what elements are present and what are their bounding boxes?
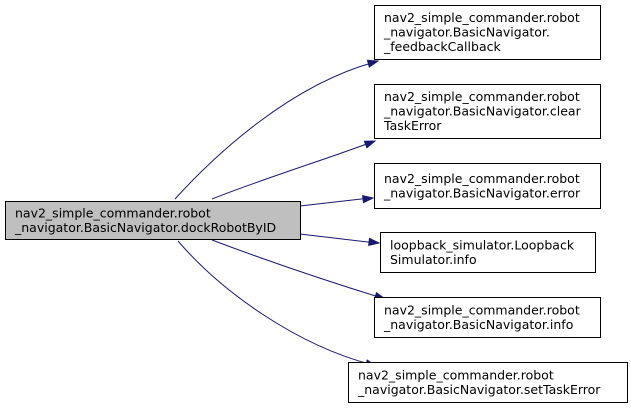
node-label-line: nav2_simple_commander.robot xyxy=(15,205,211,220)
node-label-line: nav2_simple_commander.robot xyxy=(384,89,580,104)
arrowhead xyxy=(368,237,381,246)
node-label-line: loopback_simulator.Loopback xyxy=(390,237,575,252)
node-clearTaskError[interactable]: nav2_simple_commander.robot_navigator.Ba… xyxy=(374,84,601,139)
node-label-line: _navigator.BasicNavigator.clear xyxy=(383,104,582,119)
node-label-line: Simulator.info xyxy=(390,252,477,267)
edge-src-t1 xyxy=(211,140,377,200)
node-setTaskError[interactable]: nav2_simple_commander.robot_navigator.Ba… xyxy=(348,362,628,403)
edge-src-t3 xyxy=(299,233,381,246)
node-box xyxy=(374,84,601,139)
arrowhead xyxy=(366,59,380,68)
node-label-line: nav2_simple_commander.robot xyxy=(358,367,554,382)
node-label-line: _navigator.BasicNavigator.setTaskError xyxy=(357,382,601,397)
node-label-line: nav2_simple_commander.robot xyxy=(384,171,580,186)
edge-src-t4 xyxy=(211,239,387,300)
node-dockRobotByID[interactable]: nav2_simple_commander.robot_navigator.Ba… xyxy=(5,201,301,240)
node-box xyxy=(374,297,601,338)
node-box xyxy=(380,232,596,273)
node-label-line: _navigator.BasicNavigator.error xyxy=(383,185,581,200)
arrowhead xyxy=(363,140,377,149)
node-error[interactable]: nav2_simple_commander.robot_navigator.Ba… xyxy=(374,163,601,209)
node-label-line: nav2_simple_commander.robot xyxy=(384,302,580,317)
node-loopback-info[interactable]: loopback_simulator.LoopbackSimulator.inf… xyxy=(380,232,596,273)
arrowhead xyxy=(362,195,375,204)
node-label-line: nav2_simple_commander.robot xyxy=(384,10,580,25)
node-label-line: TaskError xyxy=(383,118,442,133)
edge-src-t0 xyxy=(174,59,380,200)
node-box xyxy=(348,362,628,403)
node-info[interactable]: nav2_simple_commander.robot_navigator.Ba… xyxy=(374,297,601,338)
node-box xyxy=(374,163,601,209)
node-box xyxy=(374,5,601,60)
edge-src-t2 xyxy=(299,195,375,207)
node-label-line: _feedbackCallback xyxy=(383,39,501,54)
node-label-line: _navigator.BasicNavigator.dockRobotByID xyxy=(14,220,276,235)
node-feedbackCallback[interactable]: nav2_simple_commander.robot_navigator.Ba… xyxy=(374,5,601,60)
edge-src-t5 xyxy=(177,240,378,368)
node-box xyxy=(5,201,301,240)
node-label-line: _navigator.BasicNavigator.info xyxy=(383,317,573,332)
node-label-line: _navigator.BasicNavigator. xyxy=(383,25,550,40)
